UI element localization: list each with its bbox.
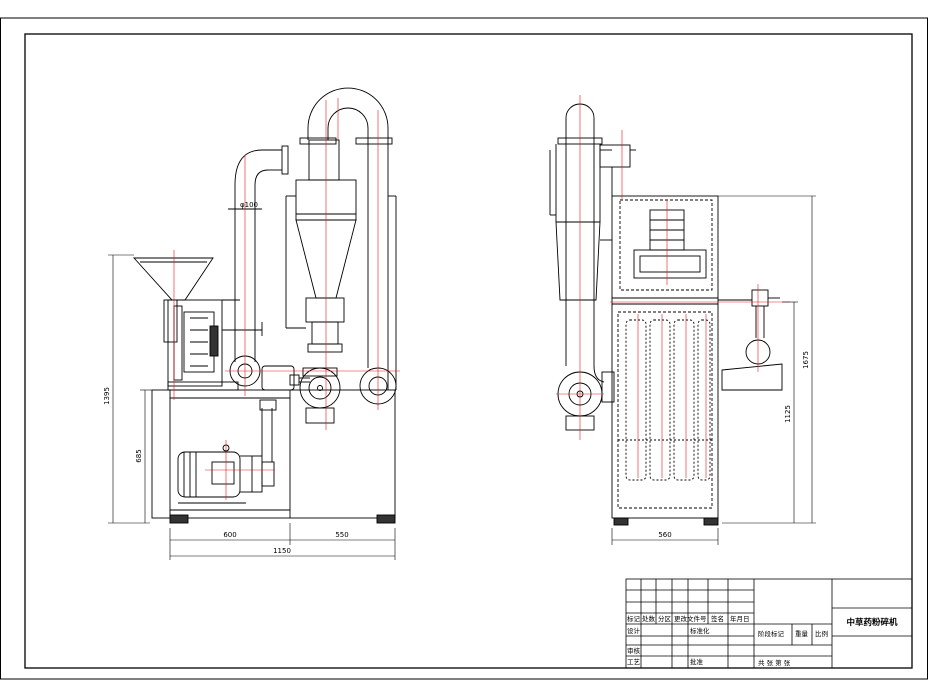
motor — [177, 399, 277, 504]
tb-stage: 阶段标记 — [758, 629, 785, 638]
tb-mark-4: 签名 — [711, 614, 724, 623]
tb-sheets: 共 张 第 张 — [758, 658, 791, 667]
title-block — [625, 578, 913, 669]
side-fan — [557, 371, 615, 431]
drawing-title: 中草药粉碎机 — [846, 617, 898, 628]
tb-standardize: 标准化 — [690, 626, 710, 635]
fan-assembly — [229, 355, 341, 424]
side-frame — [611, 195, 719, 519]
tb-ratio: 比例 — [815, 629, 828, 638]
side-valve — [718, 289, 783, 391]
dim-pipe-diameter: φ100 — [240, 201, 258, 209]
return-pipe — [299, 87, 397, 405]
cyclone — [285, 139, 357, 353]
dim-side-width: 560 — [658, 531, 671, 539]
tb-mark-2: 分区 — [658, 614, 672, 623]
tb-mark-5: 年月日 — [730, 614, 750, 623]
dim-front-width-right: 550 — [335, 531, 348, 539]
side-pipe — [549, 103, 636, 383]
base-cabinet — [151, 389, 396, 519]
sheet-border — [0, 17, 928, 680]
side-dimension-labels: 1675 1125 560 — [658, 351, 810, 539]
title-block-text: 标记 处数 分区 更改文件号 签名 年月日 设计 标准化 审核 工艺 批准 阶段… — [627, 614, 898, 667]
side-motor — [633, 209, 707, 279]
tb-mark-3: 更改文件号 — [674, 614, 707, 623]
front-dimensions — [108, 254, 396, 560]
front-view — [108, 87, 400, 560]
dim-front-width-total: 1150 — [273, 547, 291, 555]
tb-process: 工艺 — [627, 658, 641, 666]
tb-weight: 重量 — [795, 630, 809, 638]
side-centerlines — [556, 95, 790, 478]
tb-approve: 批准 — [690, 657, 704, 666]
side-dimensions — [611, 195, 816, 545]
front-centerlines — [173, 98, 400, 500]
tb-mark-1: 处数 — [642, 614, 656, 623]
side-view — [549, 95, 816, 545]
dim-front-width-left: 600 — [223, 531, 236, 539]
dim-front-height-base: 685 — [135, 449, 143, 462]
filter-bags — [618, 319, 712, 481]
front-dimension-labels: 1395 685 600 550 1150 φ100 — [103, 201, 349, 555]
tb-mark-0: 标记 — [627, 614, 641, 623]
tb-design: 设计 — [627, 626, 641, 635]
tb-review: 审核 — [627, 646, 641, 655]
dim-side-height-mid: 1125 — [784, 405, 792, 423]
side-feet — [613, 517, 719, 526]
dim-side-height-total: 1675 — [802, 351, 810, 369]
left-duct — [228, 145, 289, 362]
crusher — [167, 299, 263, 391]
dim-front-height-total: 1395 — [103, 387, 111, 405]
feet — [169, 514, 396, 524]
